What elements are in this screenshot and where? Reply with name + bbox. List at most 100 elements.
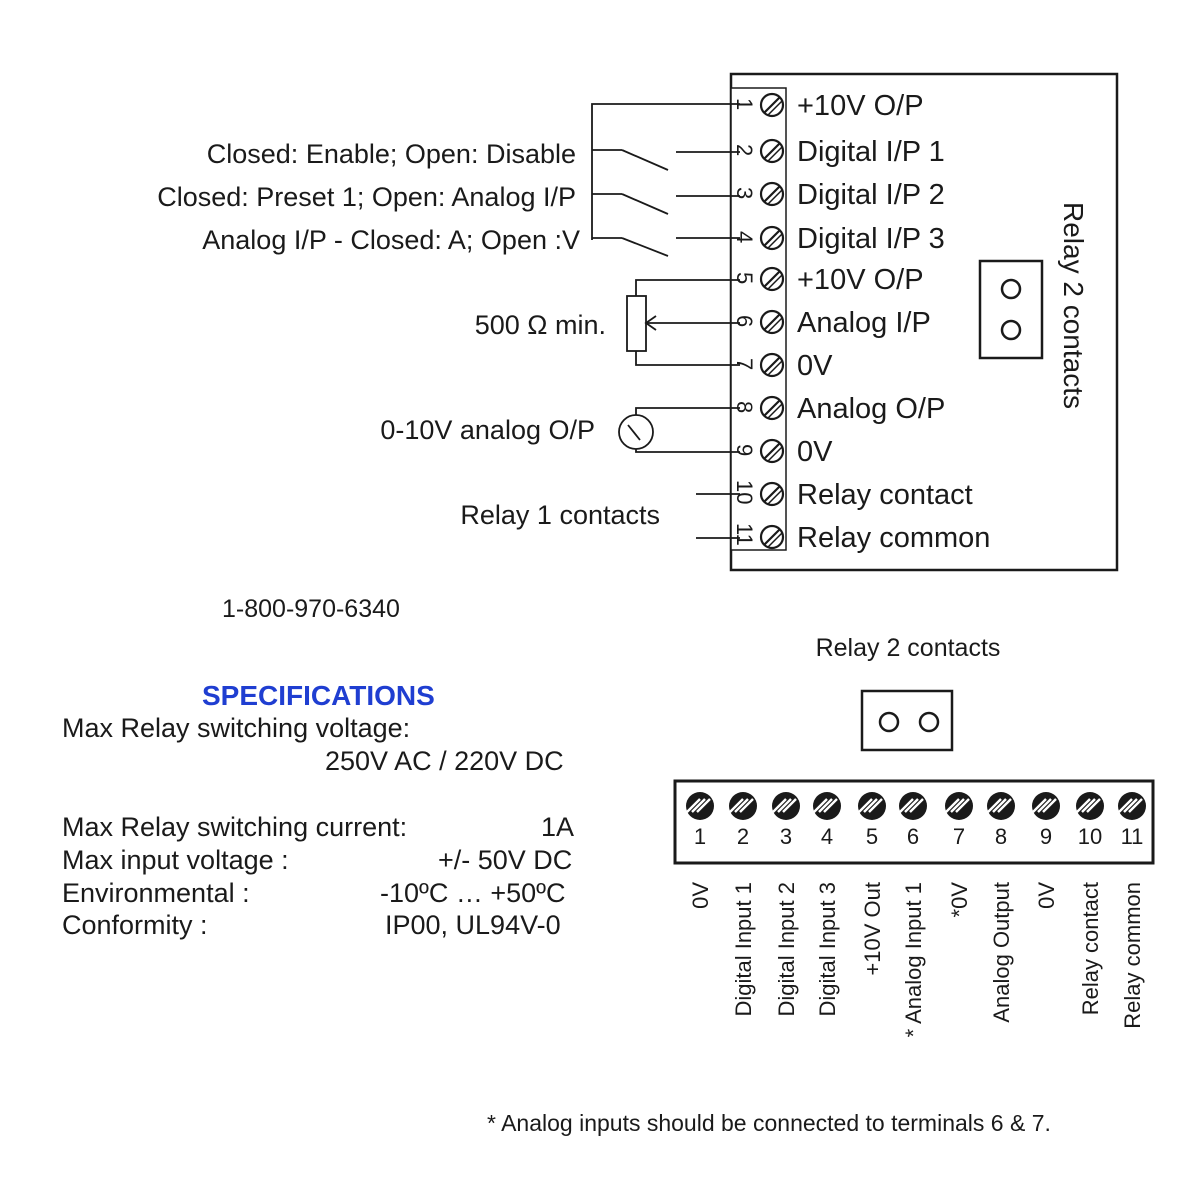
bottom-terminal-number: 6 bbox=[907, 824, 919, 849]
bottom-terminal-screw bbox=[1118, 792, 1146, 820]
pot-label: 500 Ω min. bbox=[475, 310, 606, 340]
top-terminal-label: Analog O/P bbox=[797, 393, 945, 425]
bottom-terminal-number: 8 bbox=[995, 824, 1007, 849]
bottom-terminal-screw bbox=[686, 792, 714, 820]
top-terminal-number: 5 bbox=[732, 272, 757, 284]
bottom-terminal-column: 6 * Analog Input 1 bbox=[899, 792, 927, 1037]
top-terminal-screw bbox=[759, 266, 785, 292]
bottom-terminal-screw bbox=[858, 792, 886, 820]
bottom-terminal-number: 11 bbox=[1121, 824, 1144, 849]
bottom-relay2-label: Relay 2 contacts bbox=[816, 634, 1001, 662]
bottom-relay2-contact-b bbox=[918, 711, 940, 733]
top-terminal-label: 0V bbox=[797, 436, 833, 468]
bottom-terminal-label: Relay common bbox=[1120, 882, 1145, 1029]
spec-value-environmental: -10ºC … +50ºC bbox=[380, 878, 566, 908]
top-terminal-row: 9 0V bbox=[732, 436, 833, 468]
top-terminal-label: Digital I/P 3 bbox=[797, 223, 945, 255]
bottom-terminal-number: 1 bbox=[694, 824, 706, 849]
top-terminal-number: 8 bbox=[732, 401, 757, 413]
bottom-terminal-column: 1 0V bbox=[686, 792, 714, 909]
top-relay2-box bbox=[978, 259, 1044, 360]
bottom-terminal-number: 3 bbox=[780, 824, 792, 849]
top-terminal-label: Digital I/P 2 bbox=[797, 179, 945, 211]
bottom-terminal-column: 7*0V bbox=[945, 792, 973, 917]
bottom-relay2-box bbox=[860, 689, 954, 752]
bottom-terminal-screw bbox=[899, 792, 927, 820]
top-terminal-number: 9 bbox=[732, 444, 757, 456]
top-terminal-screw bbox=[759, 395, 785, 421]
top-relay2-label: Relay 2 contacts bbox=[1058, 202, 1089, 409]
bottom-terminal-screw bbox=[1032, 792, 1060, 820]
top-terminal-screw bbox=[759, 481, 785, 507]
top-terminal-label: Analog I/P bbox=[797, 307, 931, 339]
top-relay2-contact-b bbox=[1000, 319, 1022, 341]
spec-label-environmental: Environmental : bbox=[62, 878, 250, 908]
switch-label-enable: Closed: Enable; Open: Disable bbox=[207, 139, 576, 169]
spec-value-conformity: IP00, UL94V-0 bbox=[385, 910, 561, 940]
bottom-terminal-screw bbox=[1076, 792, 1104, 820]
top-terminal-screw bbox=[759, 309, 785, 335]
top-terminal-row: 8 Analog O/P bbox=[732, 393, 945, 425]
bottom-terminal-screw bbox=[813, 792, 841, 820]
bottom-terminal-screw bbox=[729, 792, 757, 820]
relay1-wiring bbox=[696, 493, 740, 539]
bottom-terminal-label: +10V Out bbox=[860, 882, 885, 976]
bottom-terminal-block bbox=[673, 779, 1155, 865]
bottom-terminal-column: 9 0V bbox=[1032, 792, 1060, 909]
bottom-terminal-label: * Analog Input 1 bbox=[901, 882, 926, 1037]
switch-label-analog-mode: Analog I/P - Closed: A; Open :V bbox=[202, 225, 580, 255]
bottom-terminal-number: 9 bbox=[1040, 824, 1052, 849]
top-terminal-label: Relay common bbox=[797, 522, 990, 554]
top-terminal-screw bbox=[759, 225, 785, 251]
spec-value-input-voltage: +/- 50V DC bbox=[438, 845, 573, 875]
bottom-terminal-screw bbox=[772, 792, 800, 820]
top-terminal-screw bbox=[759, 352, 785, 378]
bottom-relay2-contact-a bbox=[878, 711, 900, 733]
phone-number: 1-800-970-6340 bbox=[222, 595, 400, 623]
bottom-terminal-number: 4 bbox=[821, 824, 833, 849]
bottom-terminal-label: 0V bbox=[1034, 882, 1059, 909]
spec-label-current: Max Relay switching current: bbox=[62, 812, 408, 842]
bottom-terminal-label: 0V bbox=[688, 882, 713, 909]
meter bbox=[618, 407, 740, 453]
meter-label: 0-10V analog O/P bbox=[380, 415, 595, 445]
bottom-terminal-screw bbox=[945, 792, 973, 820]
switch-label-preset: Closed: Preset 1; Open: Analog I/P bbox=[157, 182, 576, 212]
relay1-label: Relay 1 contacts bbox=[460, 500, 660, 530]
bottom-terminal-label: Digital Input 2 bbox=[774, 882, 799, 1017]
specifications-title: SPECIFICATIONS bbox=[202, 680, 435, 711]
top-terminal-row: 1 +10V O/P bbox=[732, 90, 924, 122]
top-terminal-screw bbox=[759, 92, 785, 118]
bottom-terminal-label: *0V bbox=[947, 882, 972, 918]
top-terminal-number: 1 bbox=[732, 98, 757, 110]
top-terminal-row: 5+10V O/P bbox=[732, 264, 924, 296]
top-terminal-screw bbox=[759, 181, 785, 207]
bottom-terminal-label: Analog Output bbox=[989, 882, 1014, 1023]
top-terminal-number: 3 bbox=[732, 187, 757, 199]
spec-relay-voltage-value: 250V AC / 220V DC bbox=[325, 746, 564, 776]
top-terminal-screw bbox=[759, 438, 785, 464]
footnote: * Analog inputs should be connected to t… bbox=[487, 1110, 1051, 1136]
bottom-terminal-number: 5 bbox=[866, 824, 878, 849]
top-terminal-screw bbox=[759, 524, 785, 550]
top-terminal-number: 2 bbox=[732, 144, 757, 156]
bottom-terminal-label: Relay contact bbox=[1078, 882, 1103, 1015]
top-terminal-number: 11 bbox=[732, 523, 757, 546]
top-terminal-screw bbox=[759, 138, 785, 164]
top-terminal-label: +10V O/P bbox=[797, 90, 924, 122]
top-terminal-number: 7 bbox=[732, 358, 757, 370]
top-terminal-row: 11 Relay common bbox=[732, 522, 990, 554]
top-relay2-contact-a bbox=[1000, 278, 1022, 300]
bottom-terminal-screw bbox=[987, 792, 1015, 820]
